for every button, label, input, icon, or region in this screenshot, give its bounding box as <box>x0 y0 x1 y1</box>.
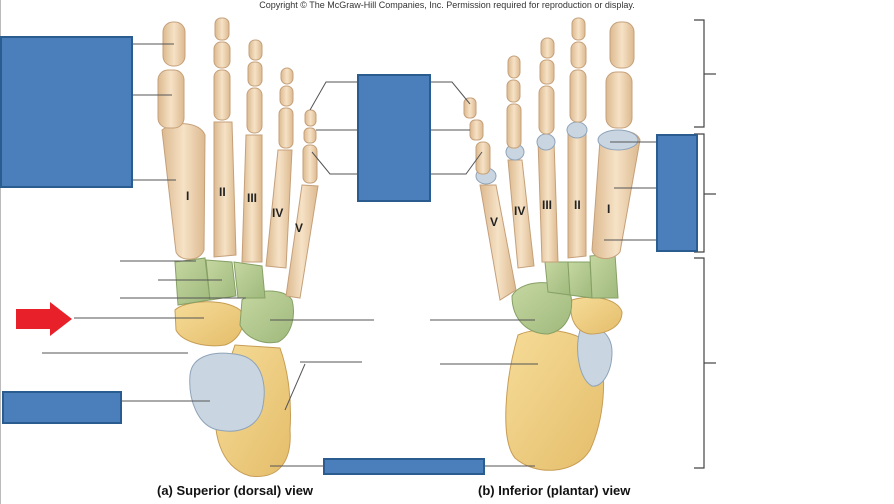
leader-lines <box>42 43 656 467</box>
label-box-talus-left[interactable] <box>2 391 122 424</box>
joint-cap-3-inferior <box>536 133 556 151</box>
middle-phalanx-3-inferior <box>539 59 555 85</box>
distal-phalanx-5-inferior <box>463 97 477 119</box>
cuboid-inferior <box>511 282 572 335</box>
numeral-superior-4: IV <box>272 206 283 220</box>
numeral-inferior-4: IV <box>514 204 525 218</box>
numeral-inferior-2: II <box>574 198 581 212</box>
metatarsal-5-inferior <box>479 184 517 301</box>
proximal-phalanx-5-superior <box>302 144 318 184</box>
talus-superior <box>189 352 265 432</box>
numeral-inferior-5: V <box>490 215 498 229</box>
cuboid-superior <box>239 290 294 344</box>
numerals-inferior: V IV III II I <box>490 198 610 229</box>
proximal-phalanx-1-superior <box>157 69 185 129</box>
label-box-phalanges-left[interactable] <box>0 36 133 188</box>
lateral-cuneiform-inferior <box>544 261 571 296</box>
bracket-tarsals <box>694 257 705 469</box>
metatarsal-3-superior <box>241 134 263 263</box>
numeral-superior-3: III <box>247 191 257 205</box>
proximal-phalanx-4-superior <box>278 107 294 149</box>
joint-cap-2-inferior <box>566 121 588 139</box>
middle-phalanx-2-superior <box>213 41 231 69</box>
sesamoid-cap-inferior <box>597 129 639 151</box>
label-box-calcaneus-bottom[interactable] <box>323 458 485 475</box>
proximal-phalanx-3-inferior <box>538 85 555 135</box>
medial-cuneiform-inferior <box>589 253 619 299</box>
middle-phalanx-4-inferior <box>506 79 521 103</box>
caption-inferior-view: (b) Inferior (plantar) view <box>478 483 631 498</box>
intermediate-cuneiform-inferior <box>567 261 593 299</box>
numeral-inferior-3: III <box>542 198 552 212</box>
metatarsal-4-superior <box>265 149 293 269</box>
right-brackets <box>694 19 716 469</box>
numeral-inferior-1: I <box>607 202 610 216</box>
label-box-metatarsal-right[interactable] <box>656 134 698 252</box>
bracket-phalanges <box>694 19 705 128</box>
navicular-inferior <box>570 296 623 335</box>
middle-phalanx-5-inferior <box>469 119 484 141</box>
copyright-notice: Copyright © The McGraw-Hill Companies, I… <box>259 0 635 10</box>
red-pointer-arrow <box>16 302 72 336</box>
middle-phalanx-5-superior <box>303 127 317 144</box>
distal-phalanx-2-inferior <box>571 17 586 41</box>
middle-phalanx-2-inferior <box>570 41 587 69</box>
frame-edge <box>0 0 1 504</box>
numeral-superior-5: V <box>295 221 303 235</box>
distal-phalanx-5-superior <box>304 109 317 127</box>
distal-phalanx-3-inferior <box>540 37 555 59</box>
distal-phalanx-4-inferior <box>507 55 521 79</box>
proximal-phalanx-4-inferior <box>506 103 522 149</box>
numeral-superior-1: I <box>186 189 189 203</box>
middle-phalanx-3-superior <box>247 61 263 87</box>
metatarsal-2-superior <box>213 121 237 258</box>
metatarsal-5-superior <box>285 184 319 299</box>
proximal-phalanx-3-superior <box>246 87 263 134</box>
inferior-view-foot <box>463 17 641 471</box>
lateral-cuneiform-superior <box>233 261 266 299</box>
metatarsal-2-inferior <box>567 127 587 259</box>
middle-phalanx-4-superior <box>279 85 294 107</box>
distal-phalanx-4-superior <box>280 67 294 85</box>
distal-phalanx-2-superior <box>214 17 230 41</box>
proximal-phalanx-2-superior <box>213 69 231 121</box>
proximal-phalanx-2-inferior <box>569 69 587 123</box>
label-box-toe-center[interactable] <box>357 74 431 202</box>
caption-superior-view: (a) Superior (dorsal) view <box>157 483 314 498</box>
navicular-superior <box>174 301 244 347</box>
numeral-superior-2: II <box>219 185 226 199</box>
distal-phalanx-1-inferior <box>609 21 635 69</box>
proximal-phalanx-1-inferior <box>605 71 633 129</box>
numerals-superior: I II III IV V <box>186 185 303 235</box>
distal-phalanx-3-superior <box>248 39 263 61</box>
proximal-phalanx-5-inferior <box>475 141 491 175</box>
bracket-metatarsals <box>694 133 705 253</box>
metatarsal-1-superior <box>161 123 206 260</box>
superior-view-foot <box>157 17 319 477</box>
